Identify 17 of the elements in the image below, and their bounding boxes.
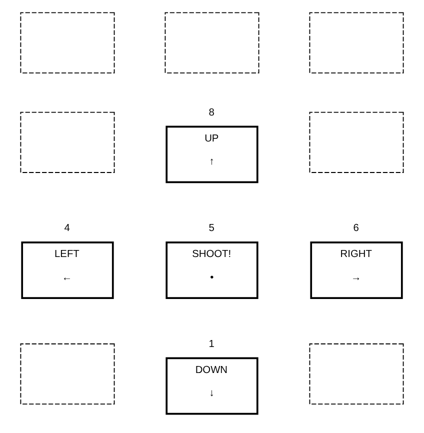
node-box: UP ↑: [166, 126, 258, 184]
node-box: [309, 112, 404, 173]
node-label: 4: [64, 223, 70, 234]
node-label: 5: [208, 223, 214, 234]
node-label: 1: [208, 338, 214, 350]
node-label: 6: [353, 223, 359, 234]
node-box: [20, 12, 115, 74]
node-box: RIGHT →: [310, 242, 403, 299]
node-box: [309, 343, 404, 405]
node-box: [164, 12, 260, 74]
node-box: LEFT ←: [21, 242, 114, 299]
node-box: DOWN ↓: [166, 357, 258, 415]
node-box: [20, 112, 115, 173]
node-box: SHOOT! •: [166, 242, 258, 299]
node-label: 8: [208, 107, 214, 118]
node-box: [309, 12, 404, 74]
node-box: [20, 343, 115, 405]
